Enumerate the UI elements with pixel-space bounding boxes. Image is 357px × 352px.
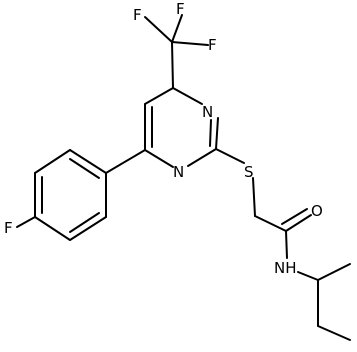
bond-ring-c2-n3 <box>187 148 217 167</box>
bond-ch2-carbonyl <box>254 215 287 232</box>
atom-label-s: S <box>244 163 254 181</box>
bond-aryl-1 <box>69 149 107 174</box>
atom-label-n-top: N <box>202 103 213 121</box>
bond-ring-c6-n1 <box>172 87 203 105</box>
bond-cf3-f2 <box>171 14 183 43</box>
bond-ring-n3-c4 <box>144 149 174 168</box>
bond-aryl-4 <box>34 216 71 241</box>
bond-ring-n1-c2 <box>215 117 219 150</box>
bond-cf3-f3 <box>171 41 209 46</box>
atom-label-f-3: F <box>208 36 217 54</box>
bond-cf3-ring <box>171 41 174 89</box>
bond-aryl-5-inner <box>69 212 100 233</box>
atom-label-f-1: F <box>133 6 142 24</box>
bond-carbonyl-o-double <box>281 208 308 225</box>
bond-n-ch <box>297 271 319 281</box>
atom-label-f-aryl: F <box>4 219 13 237</box>
atom-label-f-2: F <box>176 0 185 18</box>
bond-carbonyl-o <box>285 214 312 232</box>
bond-carbonyl-n <box>285 230 288 259</box>
bond-ring-c5-c6 <box>144 87 174 105</box>
bond-ring-aryl <box>105 149 146 174</box>
atom-label-o: O <box>311 202 323 220</box>
bond-s-ch2 <box>252 177 256 217</box>
atom-label-nh: NH <box>274 259 297 277</box>
bond-ch2-ch3 <box>317 325 351 341</box>
atom-label-n-bottom: N <box>173 163 184 181</box>
bond-aryl-f <box>16 216 36 228</box>
bond-ring-n1-c2-inner <box>209 119 212 147</box>
bond-aryl-1-inner <box>69 158 100 179</box>
bond-aryl-2 <box>34 149 71 174</box>
bond-ch-methyl <box>317 263 351 281</box>
bond-lines <box>16 14 351 341</box>
bond-c2-s <box>215 148 245 164</box>
atom-labels: F F F N N S O NH F <box>4 0 323 277</box>
bond-cf3-f1 <box>144 16 173 43</box>
bond-aryl-5 <box>69 216 107 241</box>
